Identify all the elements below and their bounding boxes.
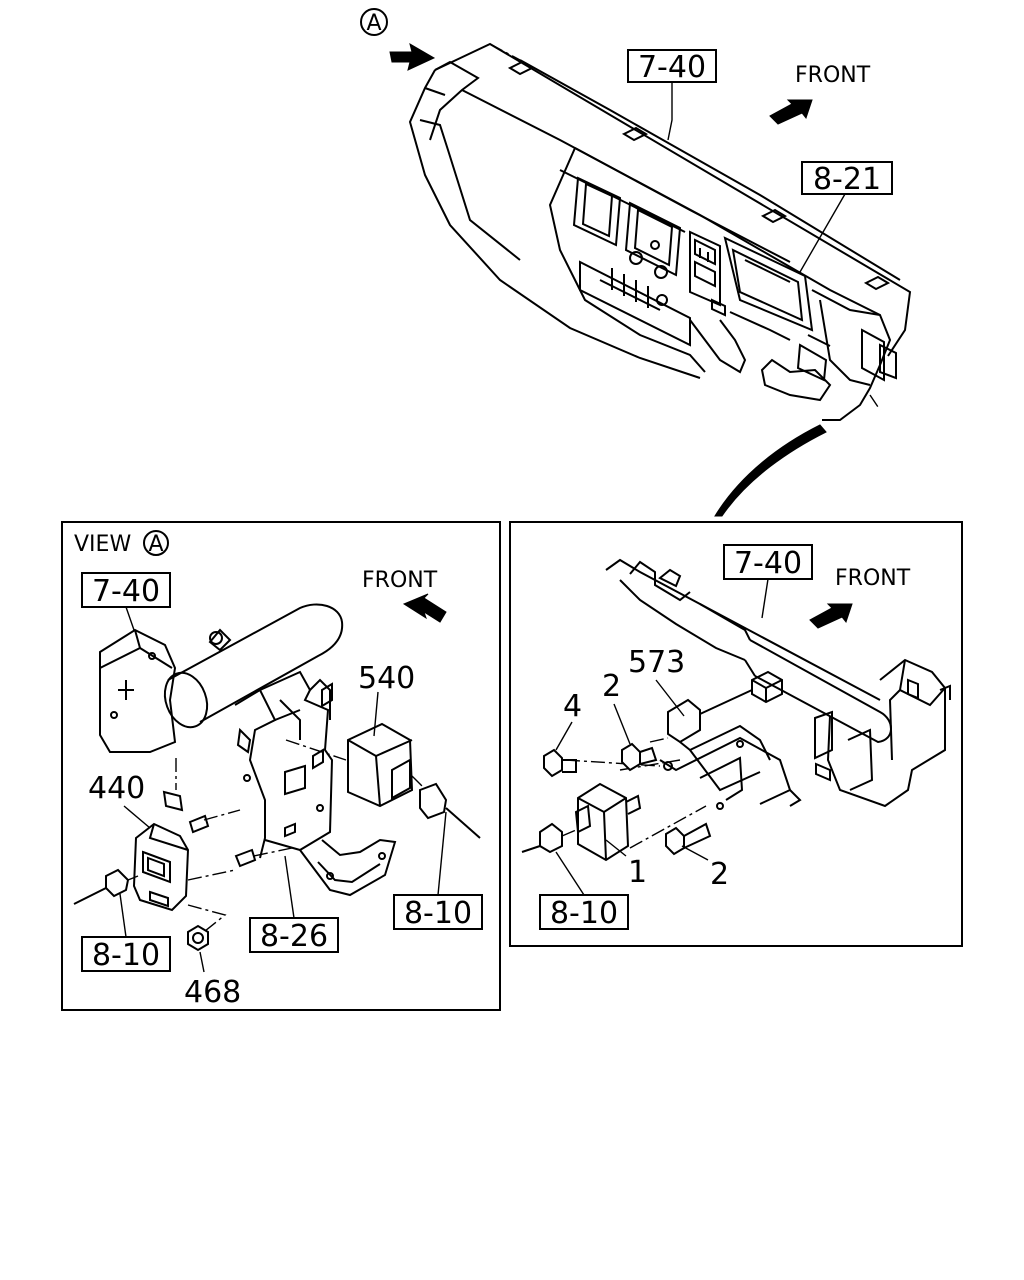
right-structure-drawing (565, 558, 951, 849)
ref-label-instrument-panel: 7-40 (627, 49, 717, 141)
ref-label-bracket: 8-26 (249, 855, 339, 954)
part-number-573: 573 (628, 645, 685, 680)
part-number-2-upper: 2 (602, 669, 621, 704)
nut-468 (187, 924, 209, 952)
ref-label-panel-right: 7-40 (723, 544, 813, 619)
detail-panel (509, 521, 963, 947)
svg-text:7-40: 7-40 (638, 50, 706, 85)
bolt-2-upper (621, 742, 658, 772)
svg-text:8-10: 8-10 (550, 896, 618, 931)
svg-text:A: A (366, 11, 381, 36)
svg-text:8-10: 8-10 (404, 896, 472, 931)
part-number-1: 1 (628, 855, 647, 890)
front-label: FRONT (795, 63, 871, 88)
svg-text:8-10: 8-10 (92, 938, 160, 973)
ref-label-meter-cluster: 8-21 (799, 161, 893, 273)
svg-text:A: A (148, 532, 163, 557)
ref-label-harness-detail: 8-10 (539, 851, 629, 931)
ref-label-harness-left: 8-10 (81, 893, 171, 973)
instrument-panel-assembly (408, 42, 912, 517)
ref-label-panel-left: 7-40 (81, 572, 171, 631)
part-number-2-lower: 2 (710, 857, 729, 892)
relay-1 (574, 782, 642, 862)
left-structure-drawing (99, 603, 397, 936)
svg-text:7-40: 7-40 (92, 574, 160, 609)
part-number-540: 540 (358, 661, 415, 696)
svg-text:7-40: 7-40 (734, 546, 802, 581)
view-direction-arrow-icon (389, 42, 436, 71)
front-arrow-left-icon (402, 593, 447, 623)
front-arrow-right-icon (809, 603, 853, 629)
svg-text:8-26: 8-26 (260, 919, 328, 954)
bolt-2-lower (665, 822, 712, 856)
svg-text:VIEW: VIEW (74, 532, 131, 557)
ref-label-harness-right: 8-10 (393, 811, 483, 931)
connector-left (73, 868, 139, 905)
connector-right (419, 782, 481, 839)
view-a-title: VIEW A (74, 530, 169, 557)
front-arrow-icon (769, 99, 813, 125)
part-number-440: 440 (88, 771, 145, 806)
connector-detail (521, 822, 577, 854)
part-number-4: 4 (563, 689, 582, 724)
control-unit-440 (132, 822, 190, 912)
front-label-right: FRONT (835, 566, 911, 591)
part-number-468: 468 (184, 975, 241, 1010)
relay-540 (285, 722, 427, 808)
front-label-left: FRONT (362, 568, 438, 593)
svg-text:8-21: 8-21 (813, 162, 881, 197)
screw-4 (543, 748, 577, 778)
view-a-marker: A (360, 8, 388, 36)
